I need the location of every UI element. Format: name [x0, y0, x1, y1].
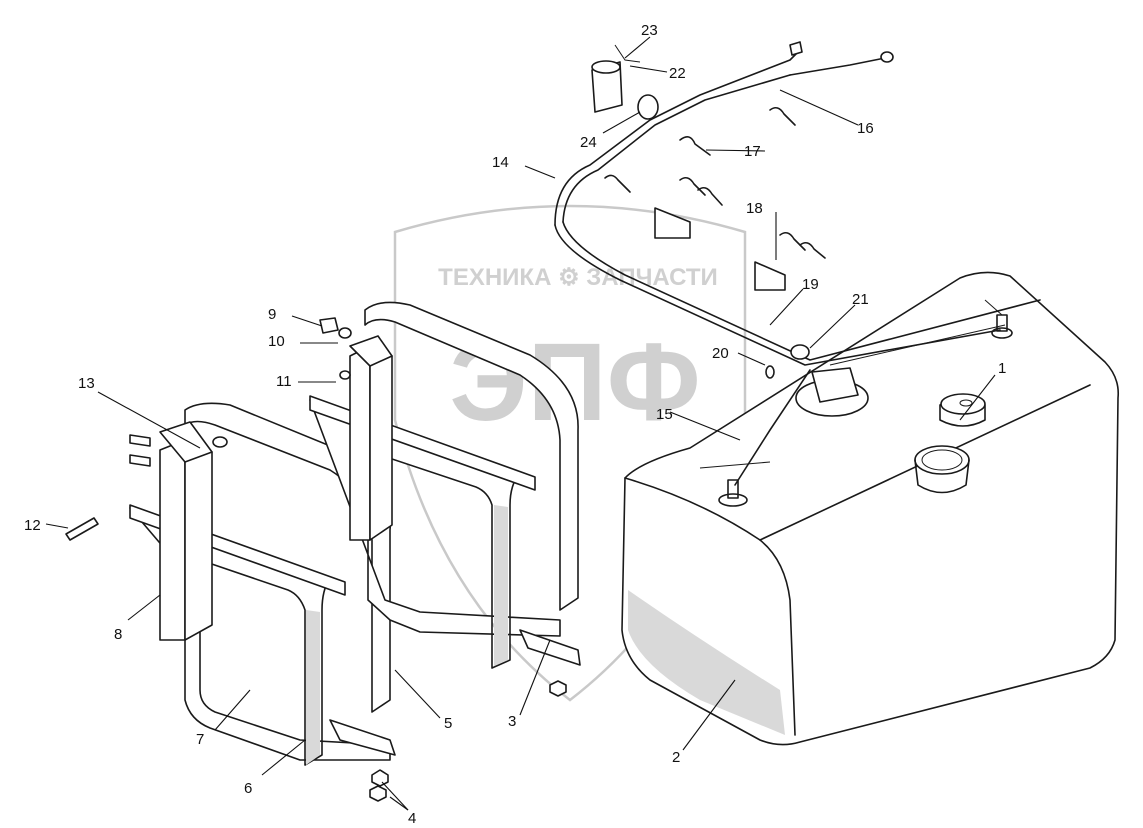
- callout-5: 5: [444, 715, 452, 732]
- bracket-front: [129, 402, 396, 802]
- callout-7: 7: [196, 731, 204, 748]
- callout-22: 22: [669, 65, 686, 82]
- callout-19: 19: [802, 276, 819, 293]
- fuel-tank: [621, 271, 1120, 746]
- callout-21: 21: [852, 291, 869, 308]
- callout-11: 11: [276, 373, 292, 390]
- callout-14: 14: [492, 154, 509, 171]
- callout-3: 3: [508, 713, 516, 730]
- callout-13: 13: [78, 375, 95, 392]
- callout-17: 17: [744, 143, 761, 160]
- callout-18: 18: [746, 200, 763, 217]
- fasteners: [65, 317, 352, 541]
- callout-6: 6: [244, 780, 252, 797]
- callout-8: 8: [114, 626, 122, 643]
- callout-12: 12: [24, 517, 41, 534]
- callout-16: 16: [857, 120, 874, 137]
- callout-20: 20: [712, 345, 729, 362]
- callout-1: 1: [998, 360, 1006, 377]
- callout-15: 15: [656, 406, 673, 423]
- callout-24: 24: [580, 134, 597, 151]
- callout-4: 4: [408, 810, 416, 827]
- callout-labels: 1 2 3 4 5 6 7 8 9 10 11 12 13 14 15 16 1…: [24, 22, 1006, 827]
- watermark-top-text: ТЕХНИКА ⚙ ЗАПЧАСТИ: [438, 264, 718, 291]
- wiring-harness: [554, 41, 1041, 486]
- callout-9: 9: [268, 306, 276, 323]
- callout-10: 10: [268, 333, 285, 350]
- bracket-rear: [309, 301, 581, 697]
- callout-23: 23: [641, 22, 658, 39]
- callout-2: 2: [672, 749, 680, 766]
- leader-lines: [45, 36, 996, 811]
